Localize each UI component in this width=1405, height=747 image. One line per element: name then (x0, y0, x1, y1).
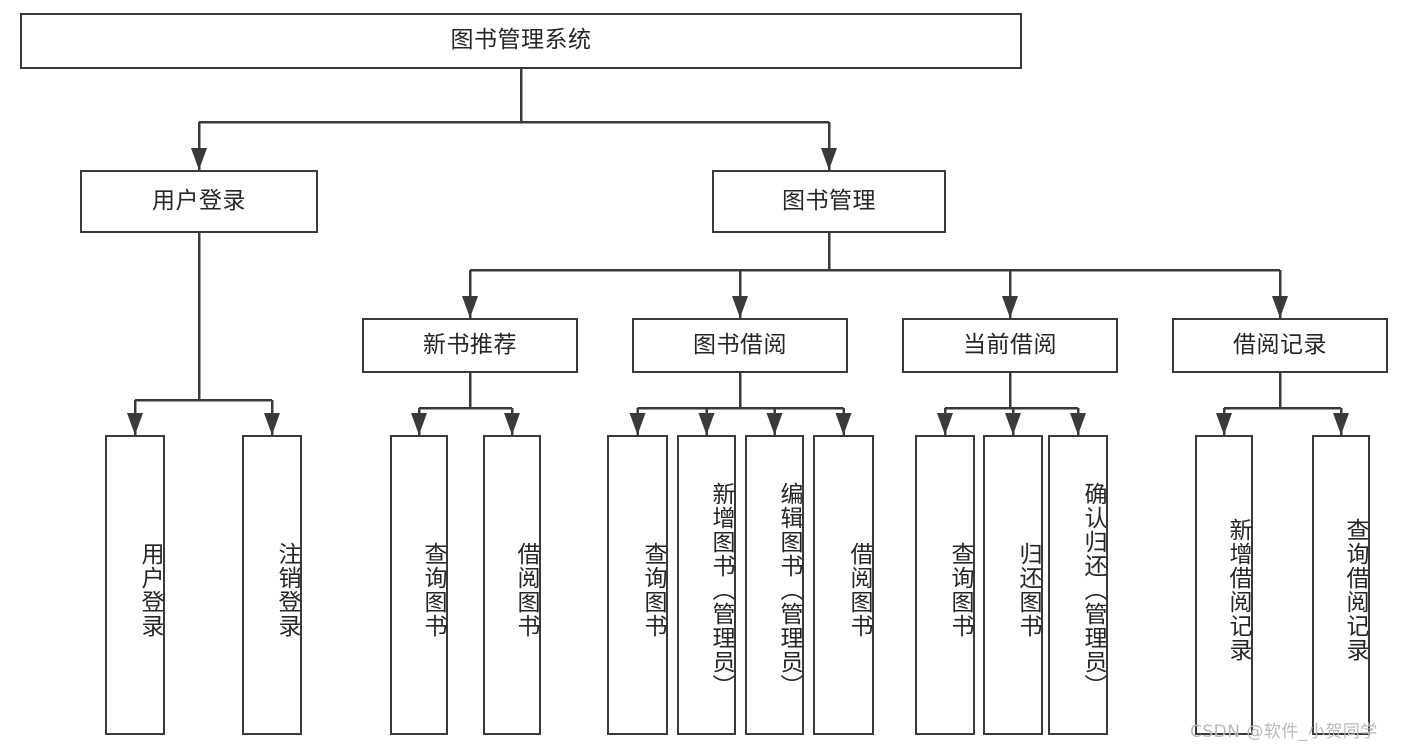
node-label: 借阅图书 (513, 542, 539, 638)
node-new-book-recommend[interactable]: 新书推荐 (362, 318, 578, 373)
leaf-logout[interactable]: 注销登录 (242, 435, 302, 735)
leaf-borrow-book[interactable]: 借阅图书 (813, 435, 874, 735)
csdn-watermark: CSDN @软件_小贺同学 (1190, 722, 1378, 742)
leaf-query-borrow-record[interactable]: 查询借阅记录 (1312, 435, 1370, 735)
leaf-query-book-borrow[interactable]: 查询图书 (607, 435, 668, 735)
leaf-borrow-book-recommend[interactable]: 借阅图书 (483, 435, 541, 735)
node-current-borrow[interactable]: 当前借阅 (902, 318, 1118, 373)
leaf-confirm-return-admin[interactable]: 确认归还（管理员） (1048, 435, 1108, 735)
node-label: 确认归还（管理员） (1080, 482, 1106, 698)
node-label: 当前借阅 (963, 331, 1057, 358)
leaf-return-book[interactable]: 归还图书 (983, 435, 1043, 735)
node-label: 归还图书 (1015, 542, 1041, 638)
node-label: 图书借阅 (693, 331, 787, 358)
node-label: 查询借阅记录 (1342, 518, 1368, 662)
node-borrow-record[interactable]: 借阅记录 (1172, 318, 1388, 373)
leaf-edit-book-admin[interactable]: 编辑图书（管理员） (745, 435, 804, 735)
node-label: 用户登录 (152, 187, 246, 214)
node-label: 图书管理 (782, 187, 876, 214)
node-label: 查询图书 (947, 542, 973, 638)
node-label: 查询图书 (640, 542, 666, 638)
node-book-management[interactable]: 图书管理 (712, 170, 946, 233)
node-label: 新增借阅记录 (1225, 518, 1251, 662)
leaf-query-book-recommend[interactable]: 查询图书 (390, 435, 448, 735)
node-label: 用户登录 (137, 542, 163, 638)
node-label: 注销登录 (274, 542, 300, 638)
node-user-login[interactable]: 用户登录 (80, 170, 318, 233)
node-book-borrow[interactable]: 图书借阅 (632, 318, 848, 373)
node-label: 借阅记录 (1233, 331, 1327, 358)
node-label: 查询图书 (420, 542, 446, 638)
node-root-system[interactable]: 图书管理系统 (20, 13, 1022, 69)
node-label: 借阅图书 (846, 542, 872, 638)
node-label: 图书管理系统 (450, 27, 592, 54)
node-label: 新增图书（管理员） (708, 482, 734, 698)
leaf-query-book-current[interactable]: 查询图书 (915, 435, 975, 735)
node-label: 编辑图书（管理员） (776, 482, 802, 698)
leaf-add-borrow-record[interactable]: 新增借阅记录 (1195, 435, 1253, 735)
node-label: 新书推荐 (423, 331, 517, 358)
leaf-add-book-admin[interactable]: 新增图书（管理员） (677, 435, 736, 735)
leaf-user-login[interactable]: 用户登录 (105, 435, 165, 735)
